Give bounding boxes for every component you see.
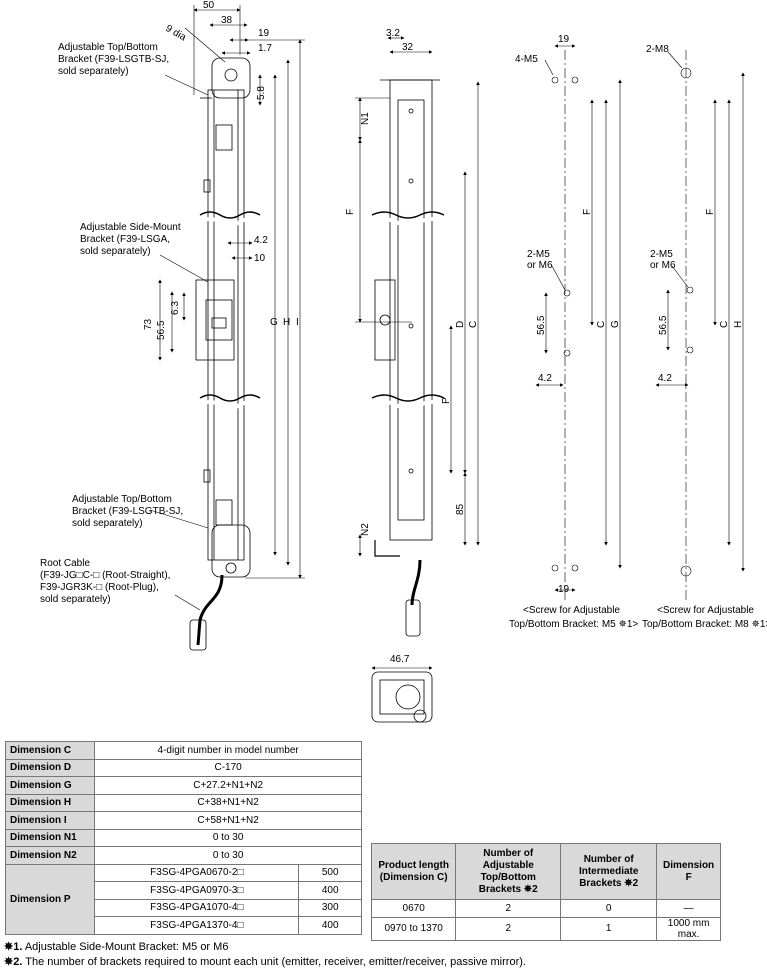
side-dims bbox=[355, 36, 480, 670]
svg-text:H: H bbox=[283, 317, 290, 328]
svg-text:or M6: or M6 bbox=[527, 260, 553, 271]
m8-text: 2-M8 2-M5 or M6 F C H 56.5 4.2 <Screw fo… bbox=[642, 44, 767, 630]
svg-text:sold separately): sold separately) bbox=[58, 66, 129, 77]
svg-text:F39-JGR3K-□ (Root-Plug),: F39-JGR3K-□ (Root-Plug), bbox=[40, 582, 159, 593]
front-callouts: Adjustable Top/Bottom Bracket (F39-LSGTB… bbox=[40, 42, 183, 605]
svg-text:sold separately): sold separately) bbox=[40, 594, 111, 605]
svg-text:G: G bbox=[610, 320, 621, 328]
m8-hole-pattern bbox=[655, 50, 745, 600]
svg-text:19: 19 bbox=[258, 28, 270, 39]
svg-text:Adjustable Top/Bottom: Adjustable Top/Bottom bbox=[72, 494, 172, 505]
svg-text:Top/Bottom Bracket: M8 ✵1>: Top/Bottom Bracket: M8 ✵1> bbox=[642, 619, 767, 630]
svg-text:D: D bbox=[455, 321, 466, 328]
top-view bbox=[371, 671, 433, 723]
svg-text:<Screw for Adjustable: <Screw for Adjustable bbox=[657, 605, 754, 616]
svg-text:Adjustable Top/Bottom: Adjustable Top/Bottom bbox=[58, 42, 158, 53]
svg-text:4-M5: 4-M5 bbox=[515, 54, 538, 65]
svg-text:56.5: 56.5 bbox=[156, 320, 167, 340]
svg-text:50: 50 bbox=[203, 0, 215, 11]
footnote-2: ✵2. The number of brackets required to m… bbox=[4, 956, 526, 968]
header-product-length: Product length (Dimension C) bbox=[370, 843, 457, 900]
svg-text:Bracket (F39-LSGTB-SJ,: Bracket (F39-LSGTB-SJ, bbox=[72, 506, 183, 517]
svg-text:Bracket (F39-LSGTB-SJ,: Bracket (F39-LSGTB-SJ, bbox=[58, 54, 169, 65]
table-row: F3SG-4PGA1370-4□400 bbox=[6, 916, 362, 935]
dimension-drawing: 50 38 19 1.7 9 dia 5.8 4.2 10 73 56.5 6.… bbox=[40, 0, 767, 723]
front-dims bbox=[149, 5, 305, 611]
front-view bbox=[189, 57, 262, 651]
svg-text:C: C bbox=[468, 321, 479, 328]
svg-text:4.2: 4.2 bbox=[254, 235, 268, 246]
table-row: F3SG-4PGA0970-3□400 bbox=[6, 881, 362, 900]
svg-text:I: I bbox=[296, 317, 299, 328]
svg-text:C: C bbox=[719, 321, 730, 328]
svg-text:G: G bbox=[270, 317, 278, 328]
svg-text:(F39-JG□C-□ (Root-Straight),: (F39-JG□C-□ (Root-Straight), bbox=[40, 570, 170, 581]
m5-text: 4-M5 19 19 2-M5 or M6 F C G 56.5 4.2 <Sc… bbox=[509, 34, 638, 630]
svg-text:6.3: 6.3 bbox=[170, 301, 181, 315]
svg-text:10: 10 bbox=[254, 253, 266, 264]
svg-text:85: 85 bbox=[455, 503, 466, 515]
svg-text:73: 73 bbox=[143, 318, 154, 330]
svg-text:Root Cable: Root Cable bbox=[40, 558, 90, 569]
svg-text:4.2: 4.2 bbox=[538, 373, 552, 384]
svg-text:<Screw for Adjustable: <Screw for Adjustable bbox=[523, 605, 620, 616]
svg-text:C: C bbox=[596, 321, 607, 328]
svg-text:1.7: 1.7 bbox=[258, 43, 272, 54]
svg-text:F: F bbox=[705, 209, 716, 215]
bracket-count-table: Product length (Dimension C) Number of A… bbox=[370, 843, 721, 941]
svg-text:32: 32 bbox=[402, 42, 414, 53]
header-intermediate-brackets: Number of Intermediate Brackets ✵2 bbox=[560, 843, 658, 900]
svg-text:N2: N2 bbox=[360, 523, 371, 536]
side-view bbox=[371, 79, 445, 637]
svg-text:3.2: 3.2 bbox=[386, 28, 400, 39]
front-dim-text: 50 38 19 1.7 9 dia 5.8 4.2 10 73 56.5 6.… bbox=[143, 0, 299, 340]
m5-hole-pattern bbox=[535, 44, 622, 600]
svg-text:F: F bbox=[582, 209, 593, 215]
side-dim-text: 3.2 32 N1 F D C P 85 N2 46.7 bbox=[345, 28, 479, 665]
svg-text:sold separately): sold separately) bbox=[80, 246, 151, 257]
svg-text:P: P bbox=[441, 397, 452, 404]
table-row: F3SG-4PGA1070-4□300 bbox=[6, 898, 362, 917]
svg-text:Bracket (F39-LSGA,: Bracket (F39-LSGA, bbox=[80, 234, 170, 245]
svg-text:Top/Bottom Bracket: M5 ✵1>: Top/Bottom Bracket: M5 ✵1> bbox=[509, 619, 638, 630]
svg-text:F: F bbox=[345, 209, 356, 215]
svg-text:9 dia: 9 dia bbox=[164, 23, 189, 44]
svg-text:or M6: or M6 bbox=[650, 260, 676, 271]
footnote-1: ✵1. Adjustable Side-Mount Bracket: M5 or… bbox=[4, 941, 229, 953]
svg-text:H: H bbox=[733, 321, 744, 328]
svg-text:38: 38 bbox=[221, 15, 233, 26]
header-top-bottom-brackets: Number of Adjustable Top/Bottom Brackets… bbox=[455, 843, 562, 900]
svg-text:N1: N1 bbox=[360, 112, 371, 125]
svg-text:2-M5: 2-M5 bbox=[527, 249, 550, 260]
svg-text:19: 19 bbox=[558, 584, 570, 595]
svg-text:sold separately): sold separately) bbox=[72, 518, 143, 529]
svg-text:2-M8: 2-M8 bbox=[646, 44, 669, 55]
svg-text:56.5: 56.5 bbox=[536, 315, 547, 335]
svg-text:Adjustable Side-Mount: Adjustable Side-Mount bbox=[80, 222, 181, 233]
table-header-row: Product length (Dimension C) Number of A… bbox=[370, 843, 721, 900]
svg-text:2-M5: 2-M5 bbox=[650, 249, 673, 260]
svg-text:4.2: 4.2 bbox=[658, 373, 672, 384]
svg-text:46.7: 46.7 bbox=[390, 654, 410, 665]
header-dimension-f: Dimension F bbox=[656, 843, 721, 900]
svg-text:5.8: 5.8 bbox=[256, 86, 267, 100]
svg-text:56.5: 56.5 bbox=[658, 315, 669, 335]
svg-text:19: 19 bbox=[558, 34, 570, 45]
